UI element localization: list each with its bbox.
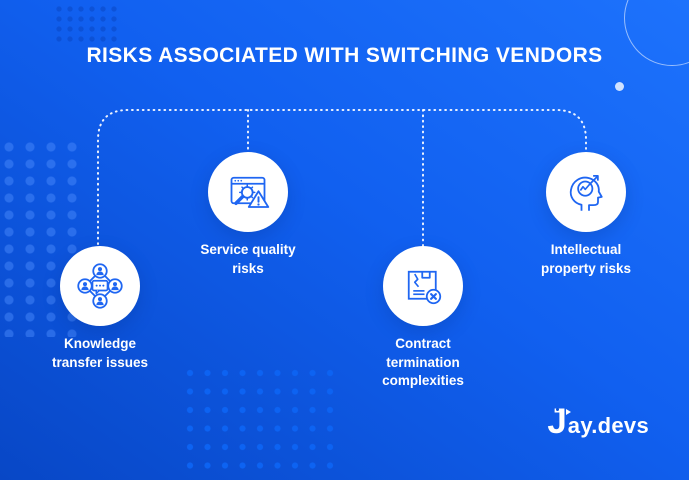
contract-cancelled-icon (407, 270, 442, 305)
risk-circle (208, 152, 288, 232)
white-dot-decoration (615, 82, 624, 91)
risk-circle (60, 246, 140, 326)
jaydevs-logo: J ay.devs (547, 404, 649, 439)
risk-item-intellectual-property: Intellectual property risks (506, 152, 666, 278)
risk-label: Contract termination complexities (382, 336, 464, 389)
risk-item-contract-termination: Contract termination complexities (343, 246, 503, 391)
risk-label: Knowledge transfer issues (51, 336, 149, 370)
browser-settings-warning-icon (230, 176, 270, 208)
risk-label: Service quality risks (200, 242, 296, 276)
risk-label: Intellectual property risks (540, 242, 632, 276)
people-network-icon (77, 263, 123, 309)
risk-item-service-quality: Service quality risks (168, 152, 328, 278)
infographic-title: RISKS ASSOCIATED WITH SWITCHING VENDORS (86, 44, 603, 67)
head-growth-arrow-icon (569, 174, 603, 211)
risk-circle (383, 246, 463, 326)
logo-wordmark: ay.devs (567, 413, 649, 438)
risk-item-knowledge-transfer: Knowledge transfer issues (20, 246, 180, 372)
risk-circle (546, 152, 626, 232)
logo-bird-j: J (547, 402, 572, 441)
